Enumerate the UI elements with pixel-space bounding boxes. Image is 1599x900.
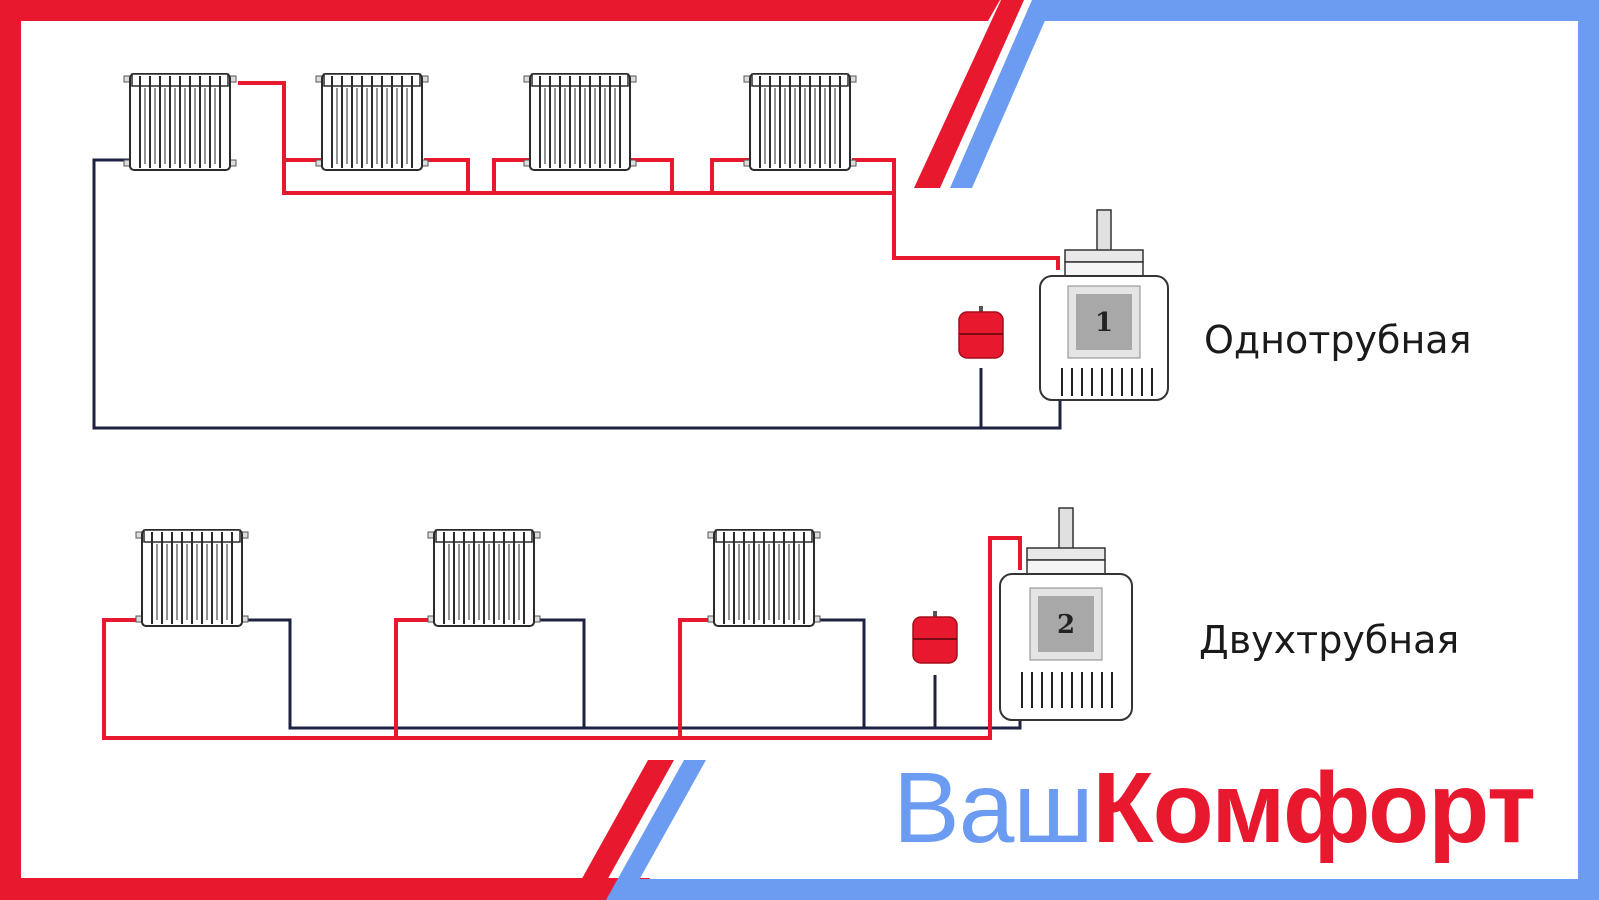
radiator [523, 73, 637, 171]
brand-logo: ВашКомфорт [893, 758, 1536, 858]
scheme-one-pipe: 1 [92, 73, 1169, 430]
expansion-tank [958, 305, 1004, 359]
radiator [743, 73, 857, 171]
radiator [315, 73, 429, 171]
brand-part-2: Комфорт [1092, 752, 1536, 864]
boiler-2: 2 [999, 507, 1133, 721]
radiator [135, 529, 249, 627]
radiator [123, 73, 237, 171]
expansion-tank [912, 610, 958, 664]
boiler-number: 1 [1095, 308, 1113, 338]
scheme-two-pipe-label: Двухтрубная [1199, 618, 1460, 662]
scheme-two-pipe: 2 [102, 507, 1133, 740]
boiler-1: 1 [1039, 209, 1169, 401]
radiator [427, 529, 541, 627]
radiator [707, 529, 821, 627]
boiler-number: 2 [1057, 610, 1075, 640]
scheme-one-pipe-label: Однотрубная [1204, 318, 1472, 362]
brand-part-1: Ваш [893, 752, 1094, 864]
